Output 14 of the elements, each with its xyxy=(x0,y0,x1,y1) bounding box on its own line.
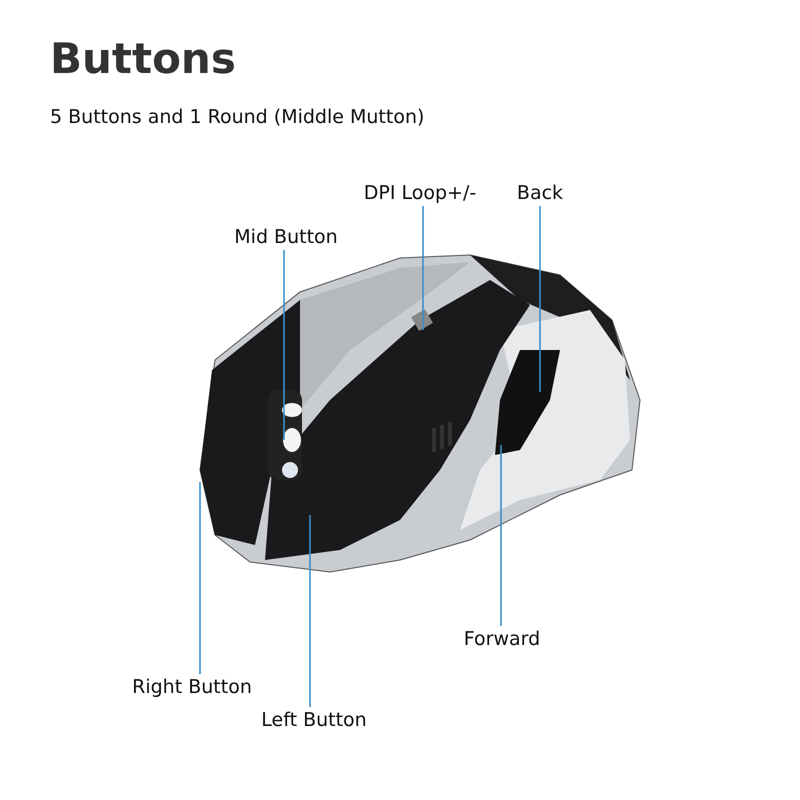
callout-label: Forward xyxy=(464,628,540,650)
leader-line xyxy=(500,445,502,626)
leader-line xyxy=(309,515,311,707)
title: Buttons xyxy=(50,34,236,83)
subtitle: 5 Buttons and 1 Round (Middle Mutton) xyxy=(50,106,424,128)
leader-line xyxy=(539,206,541,392)
callout-label: DPI Loop+/- xyxy=(364,182,476,204)
leader-line xyxy=(422,206,424,330)
callout-label: Right Button xyxy=(132,676,252,698)
callout-label: Mid Button xyxy=(234,226,338,248)
leader-line xyxy=(283,250,285,440)
leader-line xyxy=(199,482,201,674)
callout-label: Back xyxy=(516,182,564,204)
callout-label: Left Button xyxy=(261,709,367,731)
